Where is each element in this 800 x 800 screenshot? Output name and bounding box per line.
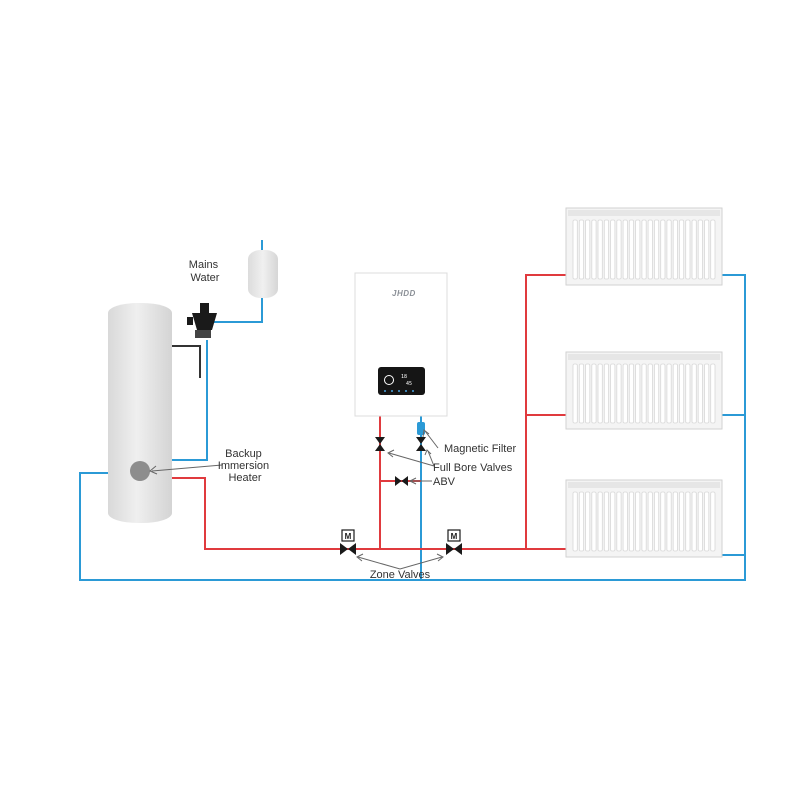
pipework	[79, 240, 746, 581]
full-bore-valve-flow	[375, 437, 385, 451]
mains-valve-assembly	[187, 303, 217, 338]
zone-valve-hot-water: M	[446, 529, 462, 555]
magnetic-filter	[417, 422, 425, 435]
return-pipe-main-loop	[79, 414, 746, 581]
immersion-heater	[130, 461, 150, 481]
full-bore-valve-return	[416, 437, 426, 451]
boiler-brand-logo: JHDD	[392, 289, 416, 298]
leader-arrows	[149, 429, 444, 570]
label-abv: ABV	[433, 476, 456, 488]
hot-water-cylinder	[108, 303, 172, 523]
label-backup-immersion-heater: Backup Immersion Heater	[218, 448, 272, 484]
display-button-1	[384, 390, 386, 392]
cylinder-coil-return-pipe	[172, 340, 208, 461]
radiator-top	[565, 207, 723, 286]
display-button-4	[405, 390, 407, 392]
label-zone-valves: Zone Valves	[370, 569, 431, 581]
flow-pipe-radiators	[525, 274, 567, 549]
electric-boiler: JHDD 18 45	[354, 272, 448, 417]
display-gauge-icon	[384, 375, 394, 385]
flow-pipe-cylinder	[172, 477, 526, 550]
label-magnetic-filter: Magnetic Filter	[444, 443, 516, 455]
cylinder-cold-feed-pipe	[172, 345, 201, 378]
zone-valve-heating: M	[340, 529, 356, 555]
display-button-3	[398, 390, 400, 392]
expansion-vessel	[248, 250, 278, 298]
automatic-bypass-valve	[395, 476, 408, 486]
display-main-reading: 45	[406, 381, 412, 387]
label-full-bore-valves: Full Bore Valves	[433, 462, 513, 474]
display-small-reading: 18	[401, 374, 407, 380]
radiator-bottom	[565, 479, 723, 558]
radiators	[565, 207, 723, 558]
boiler-display	[378, 367, 425, 395]
display-button-5	[412, 390, 414, 392]
labels: Mains Water Backup Immersion Heater Magn…	[189, 259, 517, 581]
return-pipe-radiator-top	[722, 274, 746, 415]
zone-valve-symbol: M	[451, 532, 458, 541]
display-button-2	[391, 390, 393, 392]
label-mains-water: Mains Water	[189, 259, 221, 284]
radiator-middle	[565, 351, 723, 430]
zone-valve-symbol: M	[345, 532, 352, 541]
